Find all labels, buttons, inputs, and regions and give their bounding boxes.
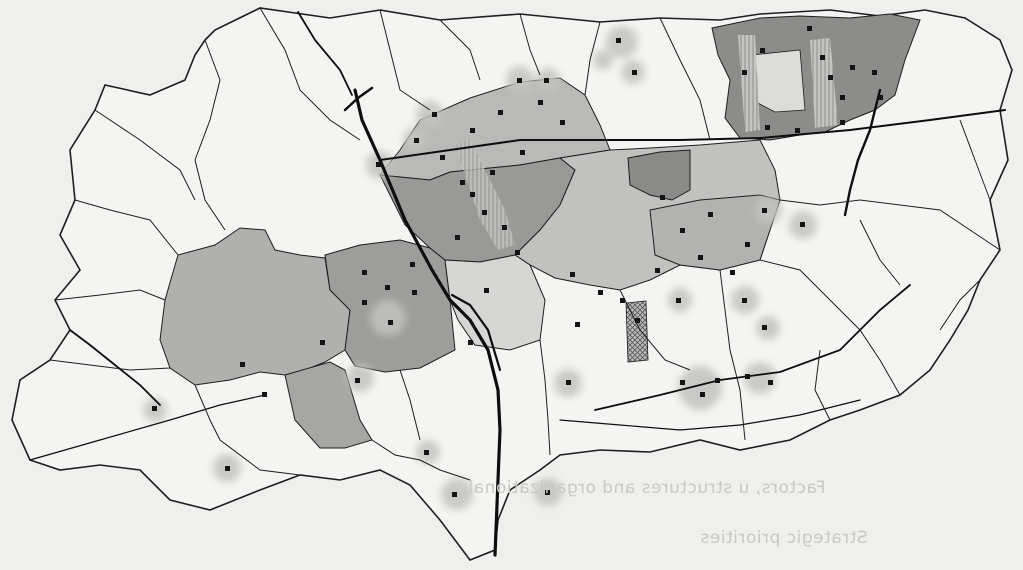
road-south-east: [559, 399, 861, 431]
road-east-diagonal: [843, 88, 882, 217]
road-south: [594, 284, 911, 411]
zone-northeast-light: [751, 49, 806, 113]
road-southwest: [29, 394, 266, 461]
zone-central-hatch: [455, 140, 515, 250]
district-boundaries: [49, 7, 1001, 481]
bleed-through-text-2: Strategic priorities: [700, 528, 868, 548]
railway-branch: [343, 86, 374, 112]
road-west-diagonal: [69, 329, 161, 406]
zone-west: [159, 227, 351, 386]
point-halos: [143, 26, 817, 510]
road-network: [29, 11, 1006, 557]
road-northwest: [297, 11, 353, 96]
bleed-through-text-1: Factors, u structures and organizational: [468, 478, 826, 498]
zone-center-small-dark: [627, 149, 691, 201]
zone-northeast-hatch: [738, 35, 760, 132]
zone-east-mid: [649, 194, 781, 271]
railway-branch-2: [450, 293, 502, 372]
road-north-east: [379, 109, 1006, 161]
data-points: [152, 26, 883, 497]
railway-main: [353, 88, 502, 557]
zone-crosshatch-small: [625, 300, 649, 363]
zone-northeast-hatch-2: [810, 38, 838, 128]
shaded-zones: [159, 13, 921, 449]
